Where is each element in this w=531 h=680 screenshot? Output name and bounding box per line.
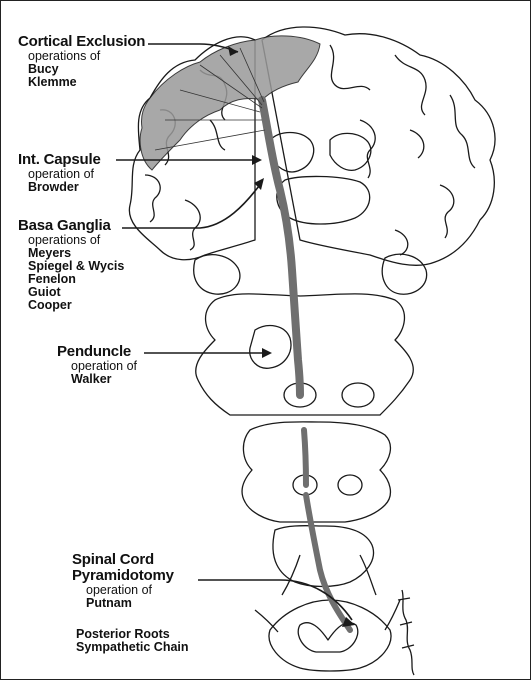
temporal-lobes: [194, 254, 427, 294]
cerebral-peduncle: [250, 326, 291, 369]
capsule-line-1: operation of: [18, 168, 101, 181]
right-gyri: [330, 45, 475, 255]
medulla-outline: [242, 422, 390, 522]
capsule-line-2: Browder: [18, 181, 101, 194]
label-posterior-roots: Posterior Roots Sympathetic Chain: [76, 628, 189, 654]
sympathetic-chain: [398, 590, 414, 675]
midbrain-outline: [196, 294, 414, 415]
peduncle-line-1: operation of: [57, 360, 137, 373]
label-cortical-exclusion: Cortical Exclusion operations of Bucy Kl…: [18, 34, 145, 89]
peduncle-line-2: Walker: [57, 373, 137, 386]
arrow-basal: [122, 182, 262, 228]
spinal-cord-outline: [269, 600, 391, 671]
arrowhead-peduncle: [262, 348, 272, 358]
medulla-right-tract: [338, 475, 362, 495]
spinal-line-2: Putnam: [72, 597, 174, 610]
pyramidal-tract: [262, 100, 300, 395]
cortical-exclusion-area: [140, 36, 320, 170]
peduncle-title: Penduncle: [57, 344, 137, 360]
label-basal-ganglia: Basa Ganglia operations of Meyers Spiege…: [18, 218, 124, 313]
label-internal-capsule: Int. Capsule operation of Browder: [18, 152, 101, 194]
posterior-line-2: Sympathetic Chain: [76, 641, 189, 654]
cortical-line-1: operations of: [18, 50, 145, 63]
spinal-line-1: operation of: [72, 584, 174, 597]
thalamus: [277, 176, 370, 224]
cortical-title: Cortical Exclusion: [18, 34, 145, 50]
label-spinal-cord: Spinal Cord Pyramidotomy operation of Pu…: [72, 552, 174, 610]
capsule-title: Int. Capsule: [18, 152, 101, 168]
spinal-title: Spinal Cord: [72, 552, 174, 568]
spinal-title-2: Pyramidotomy: [72, 568, 174, 584]
label-peduncle: Penduncle operation of Walker: [57, 344, 137, 386]
basal-line-6: Cooper: [18, 299, 124, 312]
cortical-line-3: Klemme: [18, 76, 145, 89]
basal-line-1: operations of: [18, 234, 124, 247]
ventricles: [270, 133, 371, 172]
arrowhead-capsule: [252, 155, 262, 165]
pons-right-tract: [342, 383, 374, 407]
basal-title: Basa Ganglia: [18, 218, 124, 234]
